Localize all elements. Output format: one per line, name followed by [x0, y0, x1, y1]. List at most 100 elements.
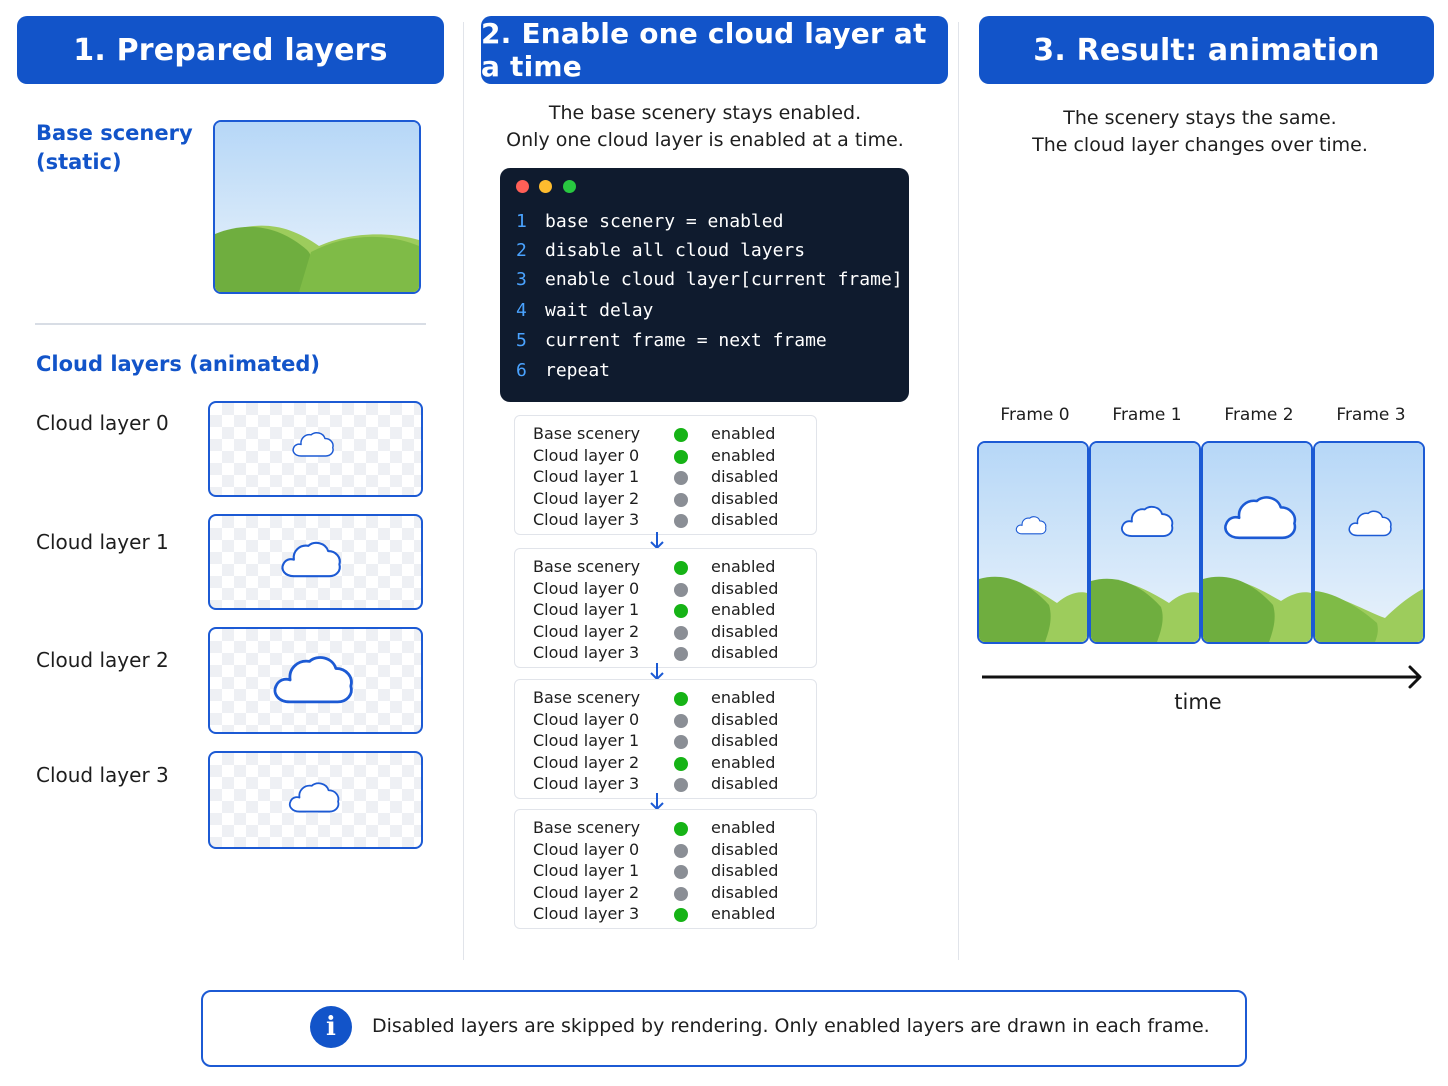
window-dot-red [516, 180, 529, 193]
line-number: 5 [516, 330, 527, 351]
status-indicator-icon [674, 449, 688, 464]
cloud-layer-name: Cloud layer 0 [36, 411, 169, 435]
code-text: wait delay [545, 300, 654, 321]
status-text: disabled [711, 774, 779, 793]
description-line: The cloud layer changes over time. [1032, 134, 1368, 156]
time-label: time [1174, 690, 1222, 714]
status-indicator-icon [674, 647, 688, 661]
layer-name: Cloud layer 0 [533, 709, 640, 729]
window-dot-green [563, 180, 576, 193]
status-text: disabled [711, 643, 779, 662]
info-icon: i [310, 1006, 352, 1048]
base-scenery-label: Base scenery (static) [36, 119, 193, 177]
status-text: disabled [711, 621, 779, 641]
cloud-layers-label: Cloud layers (animated) [36, 352, 321, 376]
info-text: Disabled layers are skipped by rendering… [372, 1015, 1210, 1037]
description-line: The base scenery stays enabled. [548, 102, 862, 124]
state-row: Cloud layer 2 disabled [515, 489, 816, 510]
state-row: Cloud layer 0 disabled [515, 710, 816, 731]
layer-name: Cloud layer 1 [533, 600, 640, 619]
status-text: disabled [711, 510, 779, 529]
base-scenery-label-line: (static) [36, 150, 122, 174]
status-text: disabled [711, 861, 779, 880]
code-text: repeat [545, 360, 611, 381]
status-indicator-icon [674, 713, 688, 728]
state-row: Cloud layer 1 disabled [515, 731, 816, 752]
description-line: The scenery stays the same. [1063, 107, 1337, 129]
layer-name: Cloud layer 1 [533, 731, 640, 750]
status-indicator-icon [674, 865, 688, 879]
base-scenery-image [213, 120, 421, 294]
status-indicator-icon [674, 561, 688, 575]
status-text: disabled [711, 731, 779, 750]
code-text: current frame = next frame [545, 330, 827, 351]
animation-frame [1201, 441, 1313, 644]
layer-name: Base scenery [533, 557, 641, 576]
section-divider [35, 323, 426, 325]
status-text: enabled [711, 445, 776, 465]
layer-name: Cloud layer 2 [533, 752, 640, 772]
layer-name: Cloud layer 3 [533, 774, 640, 793]
status-indicator-icon [674, 735, 688, 749]
status-indicator-icon [674, 778, 688, 792]
frame-label: Frame 0 [1000, 405, 1070, 425]
frame-scene [1091, 443, 1199, 642]
header-prepared-layers: 1. Prepared layers [17, 16, 444, 84]
layer-name: Cloud layer 3 [533, 904, 640, 923]
state-row: Cloud layer 3 disabled [515, 774, 816, 795]
header-title: 3. Result: animation [1033, 32, 1380, 68]
state-row: Cloud layer 1 enabled [515, 600, 816, 621]
status-text: disabled [711, 709, 779, 729]
layer-name: Cloud layer 1 [533, 467, 640, 486]
frame-label: Frame 2 [1224, 405, 1294, 425]
status-text: enabled [711, 557, 776, 576]
info-banner: i Disabled layers are skipped by renderi… [201, 990, 1247, 1067]
base-scenery-label-line: Base scenery [36, 121, 193, 145]
cloud-icon [281, 541, 341, 578]
line-number: 4 [516, 300, 527, 321]
status-text: disabled [711, 488, 779, 508]
cloud-layer-panel [208, 514, 423, 610]
time-axis-arrow [982, 665, 1422, 689]
state-row: Cloud layer 0 disabled [515, 579, 816, 600]
status-indicator-icon [674, 625, 688, 640]
line-number: 6 [516, 360, 527, 381]
code-line: 5 current frame = next frame [516, 330, 827, 351]
status-text: enabled [711, 600, 776, 619]
status-indicator-icon [674, 886, 688, 901]
header-title: 1. Prepared layers [73, 32, 388, 68]
cloud-layer-name: Cloud layer 3 [36, 763, 169, 787]
status-indicator-icon [674, 471, 688, 485]
result-description: The scenery stays the same. The cloud la… [980, 105, 1420, 159]
enable-description: The base scenery stays enabled. Only one… [480, 100, 930, 154]
layer-name: Base scenery [533, 688, 641, 707]
cloud-layer-panel [208, 751, 423, 849]
layer-name: Cloud layer 2 [533, 488, 640, 508]
line-number: 2 [516, 240, 527, 261]
status-indicator-icon [674, 908, 688, 922]
status-text: disabled [711, 578, 779, 598]
code-line: 6 repeat [516, 360, 610, 381]
status-indicator-icon [674, 604, 688, 618]
frame-scene [1315, 443, 1423, 642]
description-line: Only one cloud layer is enabled at a tim… [506, 129, 904, 151]
column-divider [958, 22, 959, 960]
layer-name: Cloud layer 0 [533, 578, 640, 598]
window-dot-yellow [539, 180, 552, 193]
status-text: disabled [711, 839, 779, 859]
frame-label: Frame 1 [1112, 405, 1182, 425]
